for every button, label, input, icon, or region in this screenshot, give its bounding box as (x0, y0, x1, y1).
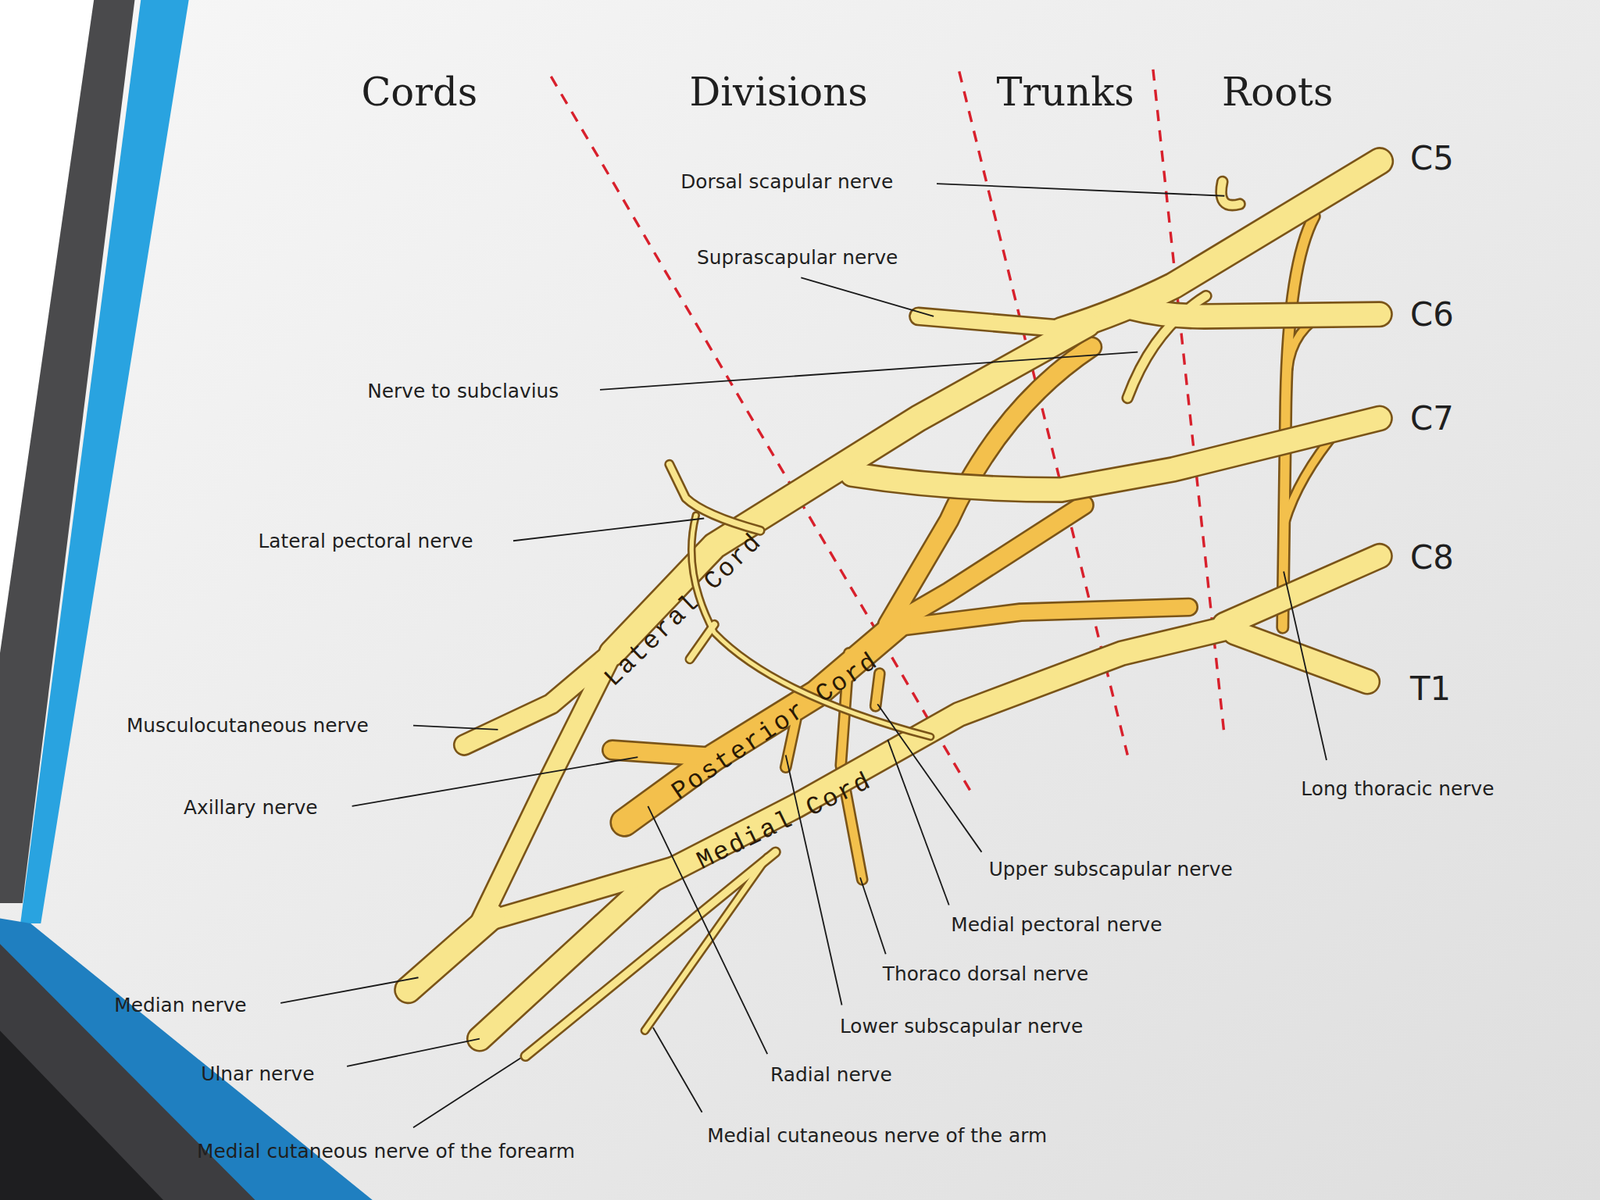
nerve-label: Ulnar nerve (200, 1064, 315, 1084)
root-label: C7 (1410, 402, 1454, 436)
nerve-outline (1060, 160, 1380, 331)
nerve-label: Axillary nerve (183, 797, 318, 818)
nerve-outline (1221, 181, 1240, 205)
medial-cord (479, 627, 1230, 1039)
nerve-label: Suprascapular nerve (696, 247, 898, 268)
nerve-outline (875, 673, 880, 707)
nerve-label: Median nerve (114, 995, 247, 1015)
nerve-outline (407, 916, 492, 990)
leader-line (413, 725, 498, 730)
nerve (875, 673, 880, 707)
slide-corner (0, 1030, 164, 1200)
leader-line (513, 518, 704, 542)
leader-line (352, 757, 639, 807)
leader-line (600, 352, 1138, 390)
region-heading: Divisions (689, 72, 868, 112)
nerve-label: Lateral pectoral nerve (257, 531, 473, 551)
nerve-label: Long thoracic nerve (1300, 778, 1494, 799)
nerve-outline (852, 418, 1380, 490)
nerve-label: Thoraco dorsal nerve (882, 964, 1089, 984)
nerve (918, 316, 1062, 329)
nerve (407, 916, 492, 990)
nerve-label: Nerve to subclavius (367, 381, 559, 401)
nerve-outline (897, 607, 1189, 628)
region-heading: Roots (1221, 72, 1334, 112)
nerve (1282, 216, 1315, 628)
nerve-label: Musculocutaneous nerve (126, 715, 369, 736)
nerve-root (1234, 632, 1368, 683)
nerve (897, 607, 1189, 628)
nerve-outline (689, 624, 715, 659)
nerve-label: Radial nerve (770, 1064, 893, 1085)
leader-line (800, 277, 934, 317)
leader-line (280, 977, 418, 1004)
nerve-label: Upper subscapular nerve (989, 859, 1233, 879)
leader-line (887, 739, 949, 906)
root-label: T1 (1410, 672, 1451, 706)
nerve-label: Medial cutaneous nerve of the forearm (196, 1141, 575, 1161)
nerve-label: Lower subscapular nerve (839, 1017, 1083, 1037)
nerve-outline (479, 627, 1230, 1039)
nerve-root (1060, 160, 1380, 331)
leader-line (860, 877, 886, 954)
leader-line (936, 183, 1225, 197)
region-heading: Trunks (996, 72, 1134, 112)
root-label: C6 (1410, 297, 1454, 331)
nerve-outline (612, 750, 715, 758)
nerve (644, 857, 768, 1031)
root-label: C8 (1410, 540, 1454, 574)
slide-stripe (20, 0, 190, 924)
root-label: C5 (1410, 142, 1454, 175)
region-heading: Cords (360, 72, 478, 112)
nerve-outline (1234, 632, 1368, 683)
nerve (479, 865, 679, 924)
nerve-label: Dorsal scapular nerve (680, 171, 893, 192)
leader-line (653, 1027, 703, 1112)
nerve (1221, 181, 1240, 205)
nerve (525, 852, 776, 1057)
nerve-label: Medial pectoral nerve (950, 914, 1162, 935)
nerve-label: Medial cutaneous nerve of the arm (707, 1125, 1047, 1146)
leader-line (1283, 571, 1327, 761)
leader-line (413, 1057, 521, 1128)
nerve-root (852, 418, 1380, 490)
nerve (689, 624, 715, 659)
leader-line (877, 703, 982, 852)
nerve-outline (1224, 556, 1380, 625)
nerve-outline (918, 316, 1062, 329)
leader-line (346, 1039, 480, 1067)
nerve-outline (1132, 307, 1380, 316)
nerve-root (1224, 556, 1380, 625)
nerve (612, 750, 715, 758)
nerve-root (1132, 307, 1380, 316)
nerve-outline (1282, 216, 1315, 628)
